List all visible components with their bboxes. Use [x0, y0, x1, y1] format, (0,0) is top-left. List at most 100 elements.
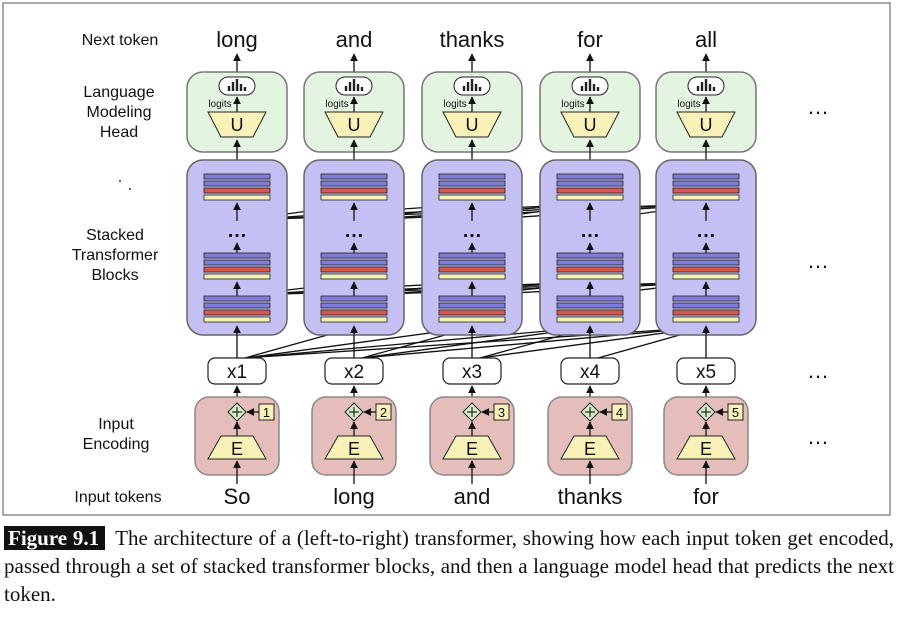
embedding-label: E: [231, 439, 243, 459]
layer-band: [438, 316, 506, 323]
embedding-trapezoid: [560, 435, 620, 460]
decorative-dot: [119, 180, 121, 182]
transformer-layer-bottom: [438, 295, 506, 323]
layer-band: [556, 309, 624, 316]
layer-band: [320, 252, 388, 259]
layer-band: [556, 295, 624, 302]
x-vector-label: x1: [227, 362, 247, 383]
layer-band: [438, 309, 506, 316]
layers-ellipsis: …: [227, 220, 247, 242]
layer-band: [320, 302, 388, 309]
unembedding-label: U: [231, 115, 244, 135]
layer-band: [320, 194, 388, 201]
layers-ellipsis: …: [696, 220, 716, 242]
layer-band: [556, 273, 624, 280]
x-vector-box: [560, 357, 620, 385]
transformer-layer-middle: [672, 252, 740, 280]
embedding-trapezoid: [442, 435, 502, 460]
logits-label: logits: [677, 99, 700, 110]
label-stacked-line2: Transformer: [72, 247, 159, 264]
layer-band: [203, 273, 271, 280]
x-vector-label: x4: [580, 362, 601, 383]
unembedding-trapezoid: [442, 111, 502, 138]
logits-label: logits: [325, 99, 348, 110]
distribution-bar: [239, 84, 243, 91]
position-label: 2: [380, 405, 387, 420]
distribution-bar: [592, 84, 596, 91]
unembedding-trapezoid: [324, 111, 384, 138]
ellipsis-lm-head: …: [807, 94, 829, 119]
x-vector-box: [207, 357, 267, 385]
embedding-label: E: [584, 439, 596, 459]
layer-band: [438, 302, 506, 309]
next-token-word: and: [336, 27, 373, 52]
layer-band: [320, 309, 388, 316]
x-vector-label: x2: [344, 362, 364, 383]
layer-band: [672, 252, 740, 259]
layer-band: [438, 259, 506, 266]
distribution-bar: [474, 84, 478, 91]
distribution-bar: [356, 84, 360, 91]
layer-band: [438, 252, 506, 259]
transformer-layer-bottom: [556, 295, 624, 323]
transformer-layer-bottom: [320, 295, 388, 323]
label-stacked-line3: Blocks: [91, 267, 138, 284]
embedding-label: E: [348, 439, 360, 459]
figure-caption-tag: Figure 9.1: [4, 526, 106, 550]
x-vector-label: x3: [462, 362, 482, 383]
logits-label: logits: [208, 99, 231, 110]
unembedding-label: U: [700, 115, 713, 135]
label-lm-head-line1: Language: [83, 84, 154, 101]
x-vector-label: x5: [696, 362, 716, 383]
x-vector-box: [324, 357, 384, 385]
layers-ellipsis: …: [580, 220, 600, 242]
distribution-bar: [580, 86, 584, 91]
layer-band: [203, 252, 271, 259]
label-stacked-line1: Stacked: [86, 227, 144, 244]
distribution-bar: [243, 87, 247, 91]
layer-band: [320, 266, 388, 273]
label-next-token: Next token: [82, 32, 158, 49]
embedding-trapezoid: [207, 435, 267, 460]
layer-band: [672, 266, 740, 273]
next-token-word: all: [695, 27, 717, 52]
embedding-trapezoid: [676, 435, 736, 460]
position-label: 4: [616, 405, 623, 420]
decorative-dot: [129, 188, 131, 190]
unembedding-label: U: [584, 115, 597, 135]
attention-arrow: [359, 200, 711, 221]
transformer-layer-top: [556, 173, 624, 201]
transformer-layer-bottom: [203, 295, 271, 323]
ellipsis-x: …: [807, 358, 829, 383]
ellipsis-blocks: …: [807, 248, 829, 273]
layer-band: [672, 259, 740, 266]
distribution-bar: [712, 87, 716, 91]
attention-arrow: [361, 323, 709, 359]
embedding-label: E: [700, 439, 712, 459]
x-vector-box: [676, 357, 736, 385]
layer-band: [203, 316, 271, 323]
layer-band: [203, 180, 271, 187]
layer-band: [438, 295, 506, 302]
distribution-bar: [352, 79, 356, 91]
distribution-bar: [344, 86, 348, 91]
distribution-bar: [470, 79, 474, 91]
next-token-word: for: [577, 27, 603, 52]
layer-band: [672, 180, 740, 187]
transformer-layer-bottom: [672, 295, 740, 323]
label-lm-head-line3: Head: [100, 124, 138, 141]
layer-band: [320, 187, 388, 194]
transformer-layer-top: [438, 173, 506, 201]
layer-band: [556, 316, 624, 323]
transformer-layer-top: [320, 173, 388, 201]
layer-band: [556, 266, 624, 273]
input-token-word: So: [224, 484, 251, 509]
transformer-layer-middle: [556, 252, 624, 280]
layer-band: [320, 295, 388, 302]
distribution-bar: [348, 82, 352, 91]
layer-band: [203, 309, 271, 316]
